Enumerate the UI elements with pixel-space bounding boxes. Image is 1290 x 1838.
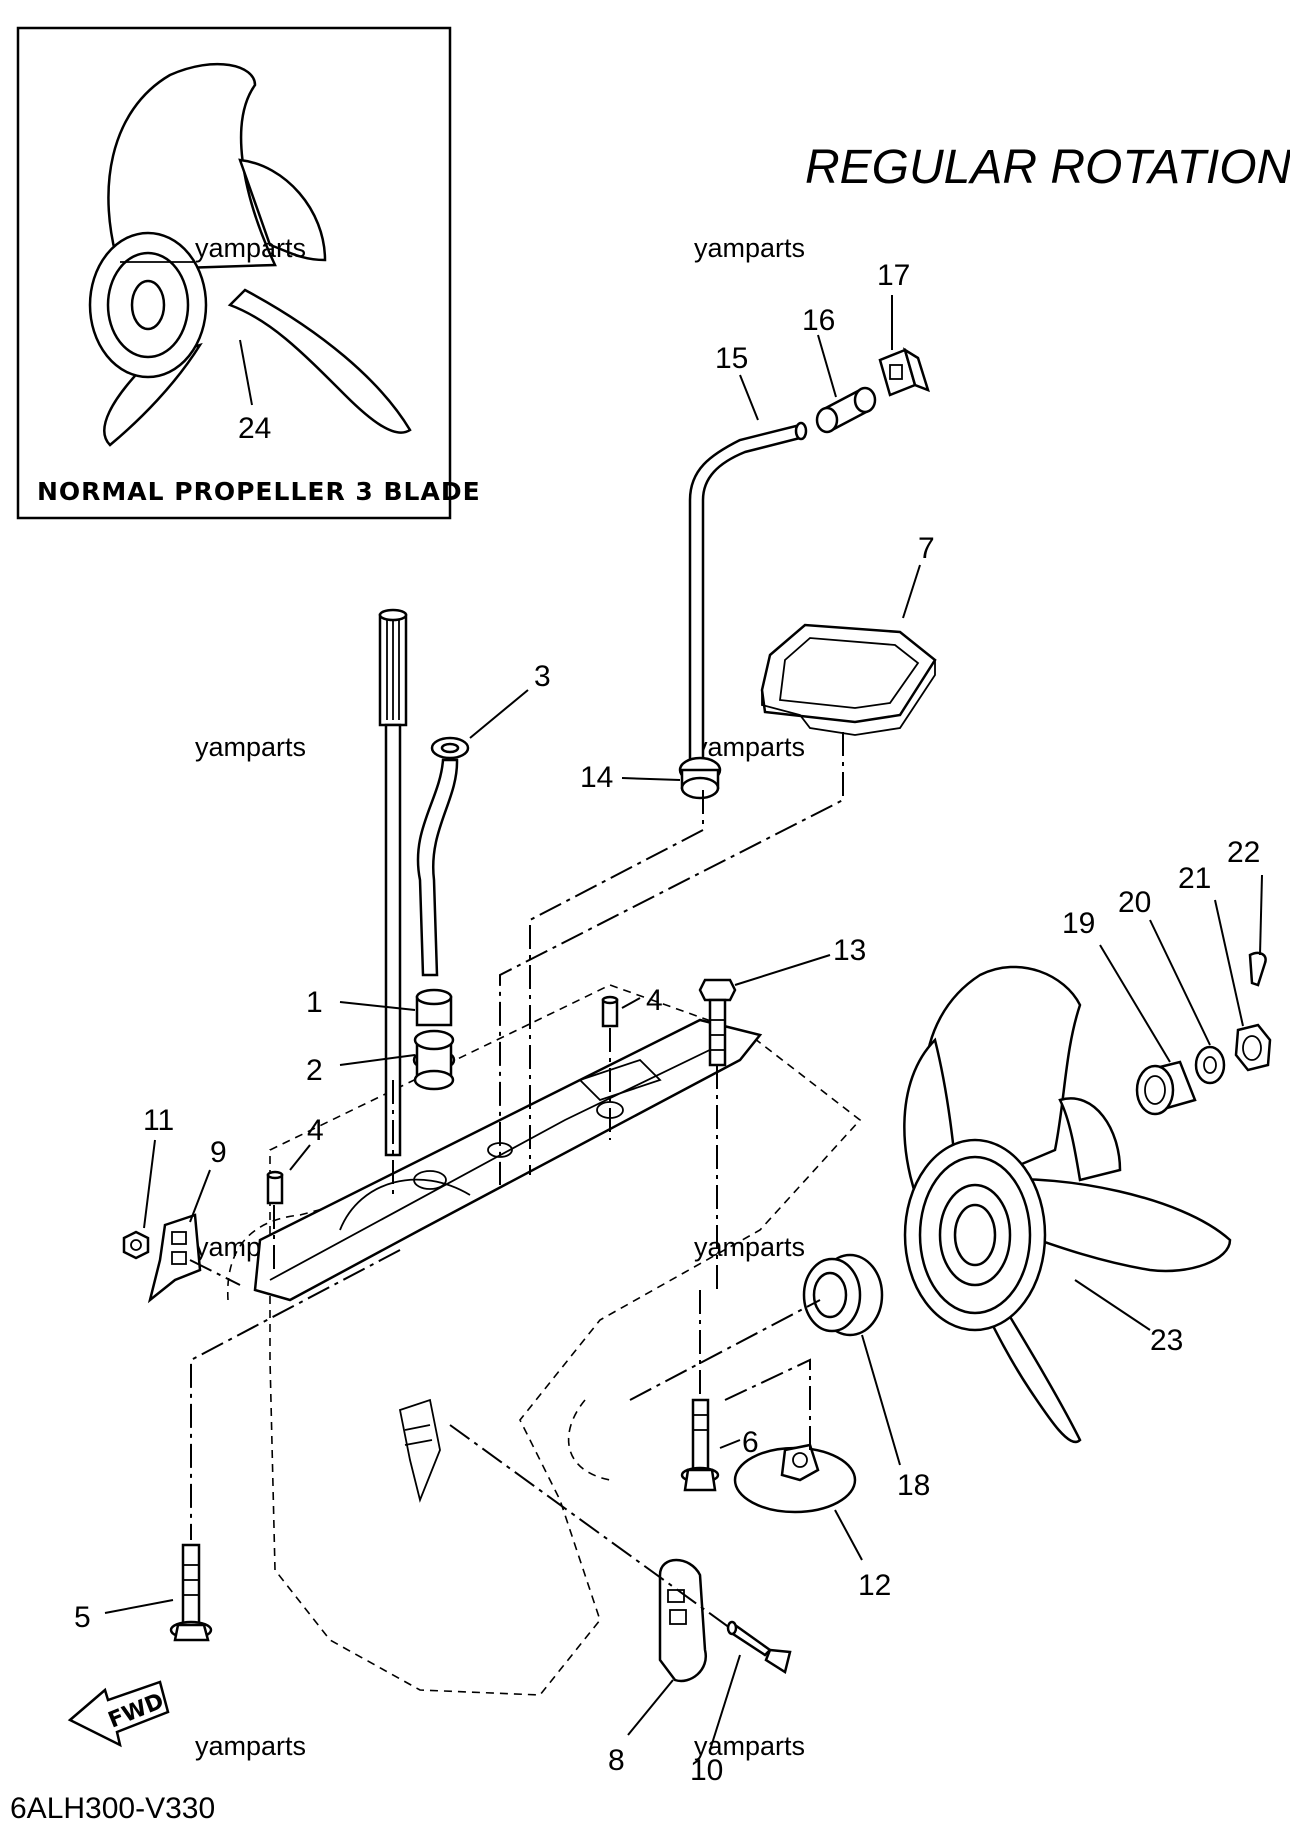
part-10-screw <box>709 1620 792 1751</box>
diagram-title: REGULAR ROTATION <box>805 141 1290 194</box>
diagram-code: 6ALH300-V330 <box>10 1792 215 1825</box>
callout-3: 3 <box>534 660 551 693</box>
callout-6: 6 <box>742 1426 759 1459</box>
part-4-dowel-pin-left <box>266 1144 311 1205</box>
callout-13: 13 <box>833 934 866 967</box>
callout-10: 10 <box>690 1754 723 1787</box>
callout-12: 12 <box>858 1569 891 1602</box>
part-20-washer <box>1149 919 1226 1085</box>
part-17-clip <box>878 295 930 397</box>
callout-23: 23 <box>1150 1324 1183 1357</box>
part-21-castle-nut <box>1214 899 1272 1072</box>
part-4-dowel-pin-right <box>601 995 641 1028</box>
lower-unit-case <box>227 984 862 1696</box>
callout-17: 17 <box>877 259 910 292</box>
part-23-propeller <box>903 965 1232 1444</box>
callout-2: 2 <box>306 1054 323 1087</box>
part-19-spacer <box>1099 944 1197 1116</box>
part-8-anode <box>627 1558 708 1736</box>
part-18-spacer <box>802 1253 901 1466</box>
assembly-lines <box>189 732 844 1629</box>
part-14-grommet-fitting <box>621 756 722 800</box>
callout-5: 5 <box>74 1601 91 1634</box>
watermark-text: yamparts <box>694 1731 805 1761</box>
callout-18: 18 <box>897 1469 930 1502</box>
callout-15: 15 <box>715 342 748 375</box>
part-13-bolt <box>698 954 831 1067</box>
part-15-water-hose <box>688 374 808 774</box>
part-16-sleeve <box>815 334 877 434</box>
part-7-gasket <box>760 564 937 736</box>
part-3-water-tube <box>416 689 529 977</box>
part-22-cotter-pin <box>1248 874 1267 987</box>
part-12-trim-tab-anode <box>733 1443 863 1561</box>
part-2-grommet <box>339 1029 456 1091</box>
callout-11: 11 <box>143 1104 174 1137</box>
drive-shaft <box>378 608 408 1157</box>
callout-8: 8 <box>608 1744 625 1777</box>
watermark-text: yamparts <box>694 732 805 762</box>
watermark-text: yamparts <box>195 233 306 263</box>
callout-19: 19 <box>1062 907 1095 940</box>
callout-21: 21 <box>1178 862 1211 895</box>
callout-4-right: 4 <box>646 984 663 1017</box>
watermark-text: yamparts <box>195 732 306 762</box>
inset-caption: NORMAL PROPELLER 3 BLADE <box>37 477 481 506</box>
fwd-direction-arrow: FWD <box>67 1680 170 1748</box>
callout-7: 7 <box>918 532 935 565</box>
part-5-bolt <box>104 1543 213 1642</box>
callout-1: 1 <box>306 986 323 1019</box>
callout-9: 9 <box>210 1136 227 1169</box>
propeller-3-blade-illustration <box>88 62 412 447</box>
watermark-text: yamparts <box>195 1731 306 1761</box>
watermark-text: yamparts <box>694 233 805 263</box>
propeller-inset: 24 NORMAL PROPELLER 3 BLADE <box>16 26 481 520</box>
part-6-bolt <box>680 1398 741 1492</box>
callout-labels: 1 2 3 4 4 5 6 7 8 9 10 11 12 13 14 15 16… <box>74 259 1260 1787</box>
callout-4-left: 4 <box>307 1114 324 1147</box>
callout-14: 14 <box>580 761 613 794</box>
callout-22: 22 <box>1227 836 1260 869</box>
part-1-bushing <box>339 988 453 1027</box>
part-11-nut <box>122 1139 156 1260</box>
callout-16: 16 <box>802 304 835 337</box>
callout-20: 20 <box>1118 886 1151 919</box>
part-9-anode-bracket <box>147 1169 211 1304</box>
callout-24: 24 <box>238 412 271 445</box>
